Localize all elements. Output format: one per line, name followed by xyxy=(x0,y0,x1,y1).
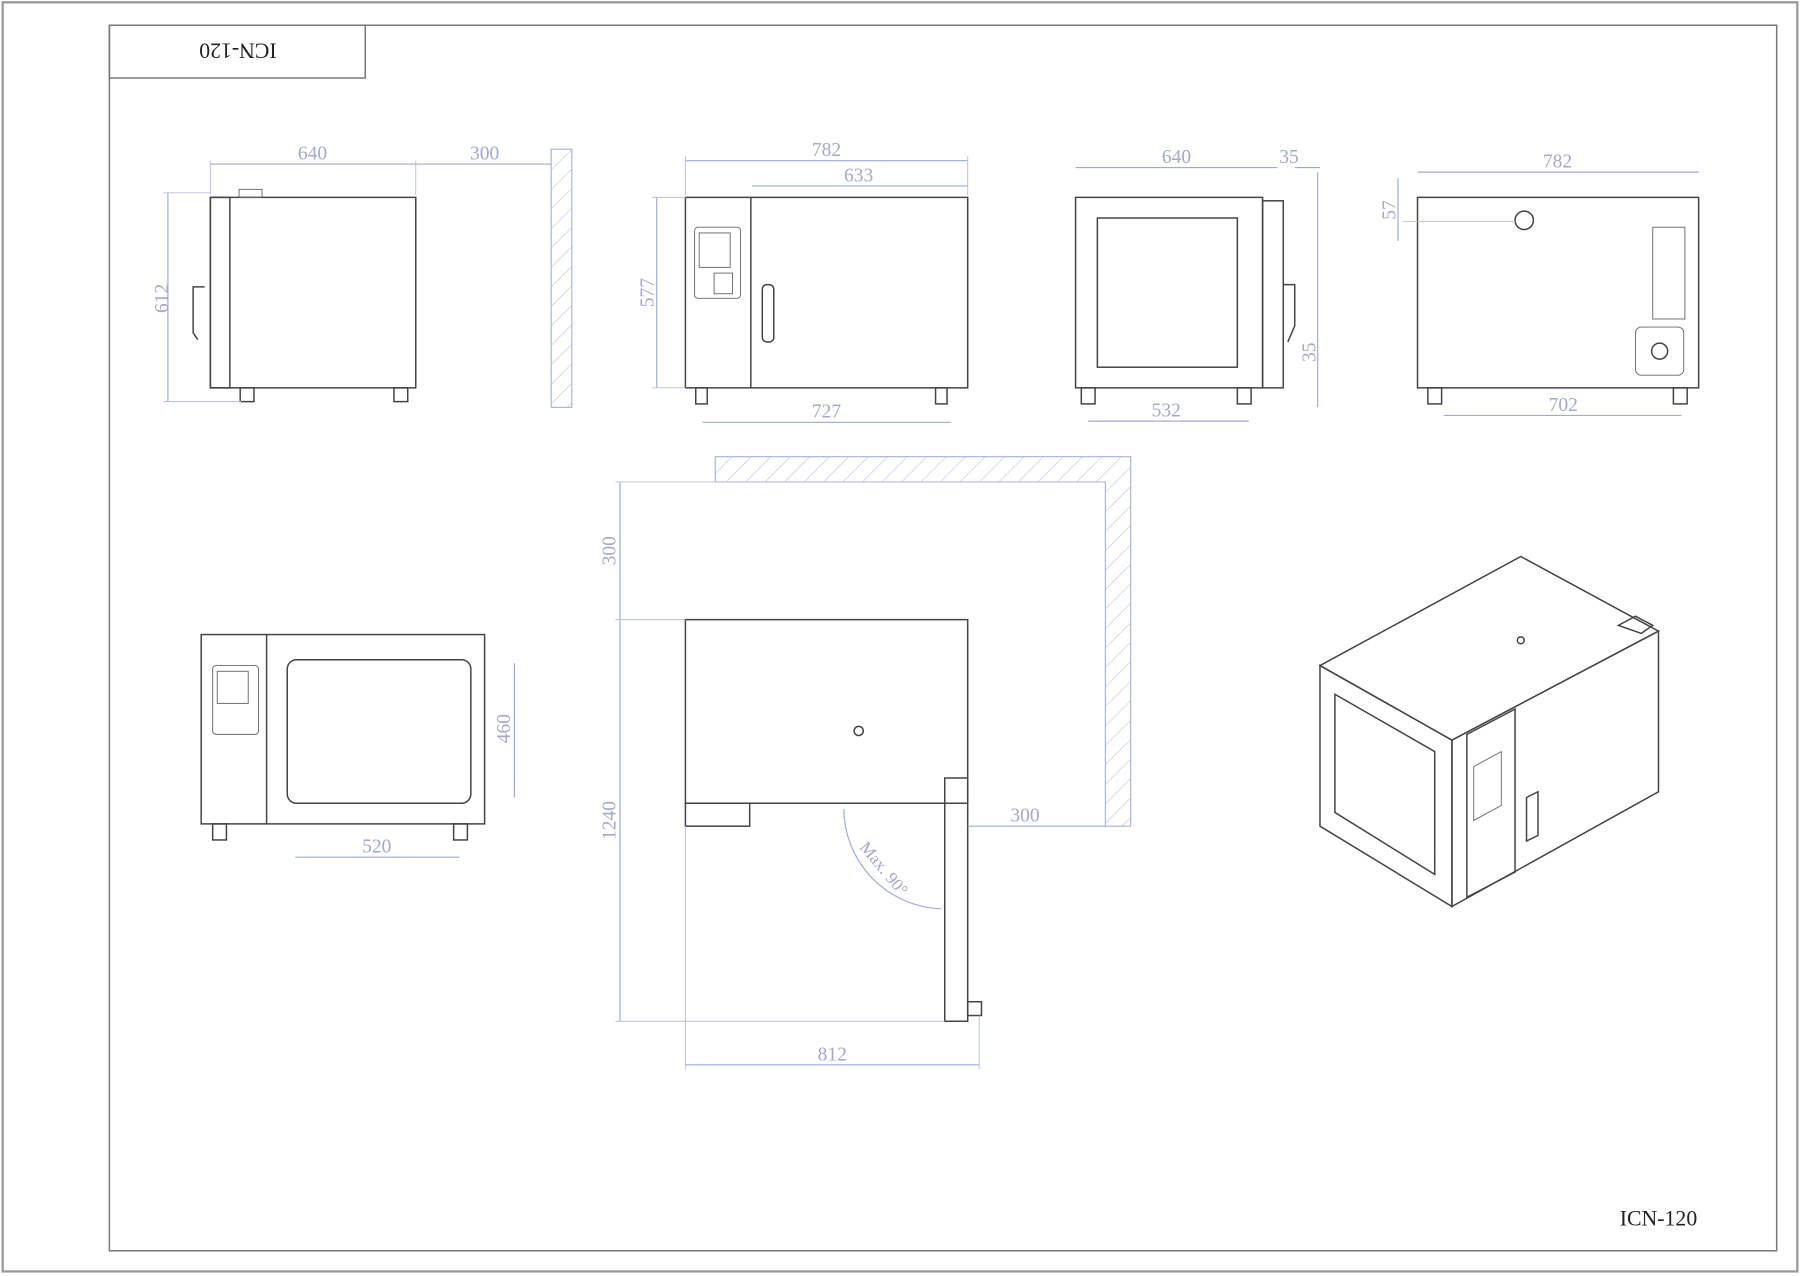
dim-side-wall-clearance: 300 xyxy=(470,143,499,164)
dim-front-height: 577 xyxy=(637,278,658,307)
dim-right-feet: 532 xyxy=(1152,401,1181,422)
dim-plan-total-depth: 1240 xyxy=(599,801,620,840)
view-isometric xyxy=(1318,555,1661,908)
dim-back-width: 782 xyxy=(1543,152,1572,173)
dim-right-foot: 35 xyxy=(1299,343,1320,363)
view-side-right: 640 35 35 532 xyxy=(1074,147,1320,422)
dim-right-depth: 640 xyxy=(1162,147,1191,168)
wall-hatch xyxy=(550,148,573,408)
dim-open-window-height: 460 xyxy=(494,714,515,743)
dim-plan-side-clearance: 300 xyxy=(1010,806,1039,827)
view-front: 782 633 577 727 xyxy=(637,140,969,423)
footer-model-label: ICN-120 xyxy=(1620,1207,1698,1231)
dim-side-depth: 640 xyxy=(298,143,327,164)
dim-plan-rear-clearance: 300 xyxy=(599,536,620,565)
dim-front-width: 782 xyxy=(812,140,841,161)
dim-back-feet: 702 xyxy=(1549,395,1578,416)
dim-front-door-width: 633 xyxy=(844,165,873,186)
view-side-left: 640 300 612 xyxy=(152,143,573,408)
view-plan: Max. 90° 300 1240 300 812 xyxy=(599,456,1132,1070)
view-back: 782 57 702 xyxy=(1380,152,1700,416)
title-block: ICN-120 xyxy=(108,24,367,79)
wall-corner-hatch xyxy=(714,456,1132,827)
dim-open-window-width: 520 xyxy=(362,837,391,858)
dim-plan-total-width: 812 xyxy=(818,1044,847,1065)
title-block-model: ICN-120 xyxy=(199,39,277,63)
dim-side-height: 612 xyxy=(152,284,173,313)
dim-front-feet: 727 xyxy=(812,402,841,423)
drawing-frame xyxy=(108,24,1778,1252)
view-front-open: 460 520 xyxy=(200,633,516,858)
dim-right-handle: 35 xyxy=(1279,147,1299,168)
dim-back-outlet: 57 xyxy=(1380,200,1401,220)
